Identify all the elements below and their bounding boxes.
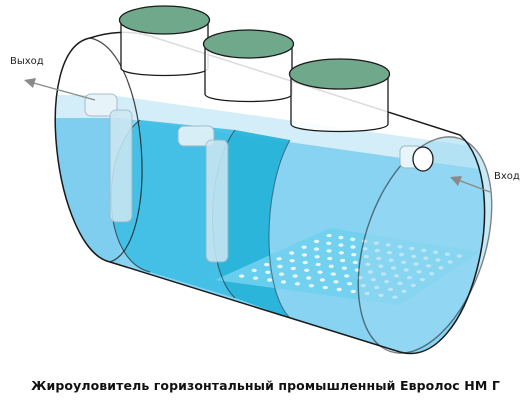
plate-hole: [289, 251, 295, 255]
plate-hole: [265, 270, 271, 274]
plate-hole: [338, 243, 344, 247]
plate-hole: [289, 259, 295, 263]
outlet-arrow: [24, 78, 96, 101]
plate-hole: [253, 276, 259, 280]
plate-hole: [251, 268, 257, 273]
plate-hole: [328, 264, 334, 268]
plate-hole: [277, 264, 283, 269]
plate-hole: [351, 253, 357, 257]
plate-hole: [326, 249, 332, 253]
plate-hole: [338, 235, 344, 240]
inlet-pipe: [399, 145, 434, 172]
plate-hole: [313, 247, 320, 251]
transfer-pipe: [177, 125, 229, 263]
plate-hole: [347, 282, 353, 286]
plate-hole: [301, 245, 307, 249]
partition-line-3: [268, 139, 291, 319]
water-deep: [55, 118, 120, 270]
access-shaft-2: [202, 29, 295, 103]
plate-hole: [308, 284, 314, 288]
plate-hole: [344, 274, 350, 278]
plate-hole: [239, 274, 245, 278]
plate-hole: [306, 276, 312, 280]
plate-hole: [326, 241, 332, 245]
plate-hole: [294, 282, 300, 286]
plate-hole: [315, 262, 321, 267]
plate-hole: [322, 285, 328, 290]
caption: Жироуловитель горизонтальный промышленны…: [31, 378, 500, 393]
plate-hole: [326, 233, 332, 238]
plate-hole: [350, 237, 356, 241]
plate-hole: [350, 289, 356, 294]
plate-hole: [278, 272, 285, 276]
inlet-arrow: [450, 176, 491, 193]
plate-hole: [336, 287, 342, 292]
plate-hole: [276, 257, 282, 261]
plate-hole: [314, 255, 320, 259]
plate-hole: [330, 272, 336, 276]
plate-hole: [314, 239, 320, 244]
outlet-label: Выход: [10, 56, 44, 67]
plate-hole: [333, 280, 339, 284]
plate-hole: [267, 278, 273, 282]
tank-left-end: [89, 37, 143, 263]
plate-hole: [352, 260, 358, 265]
tank-end-cap: [357, 136, 493, 354]
plate-hole: [319, 278, 325, 282]
plate-hole: [304, 268, 310, 272]
plate-hole: [290, 266, 296, 271]
plate-hole: [317, 270, 323, 274]
plate-hole: [341, 266, 347, 270]
access-shaft-1: [118, 5, 211, 77]
plate-hole: [350, 245, 356, 249]
plate-hole: [264, 262, 270, 267]
plate-hole: [338, 251, 344, 255]
access-shaft-3: [288, 58, 391, 133]
plate-hole: [340, 258, 346, 263]
plate-hole: [301, 253, 307, 257]
plate-hole: [292, 274, 298, 278]
plate-hole: [327, 256, 333, 261]
inlet-label: Вход: [494, 171, 520, 182]
plate-hole: [302, 260, 308, 265]
plate-hole: [280, 280, 287, 284]
